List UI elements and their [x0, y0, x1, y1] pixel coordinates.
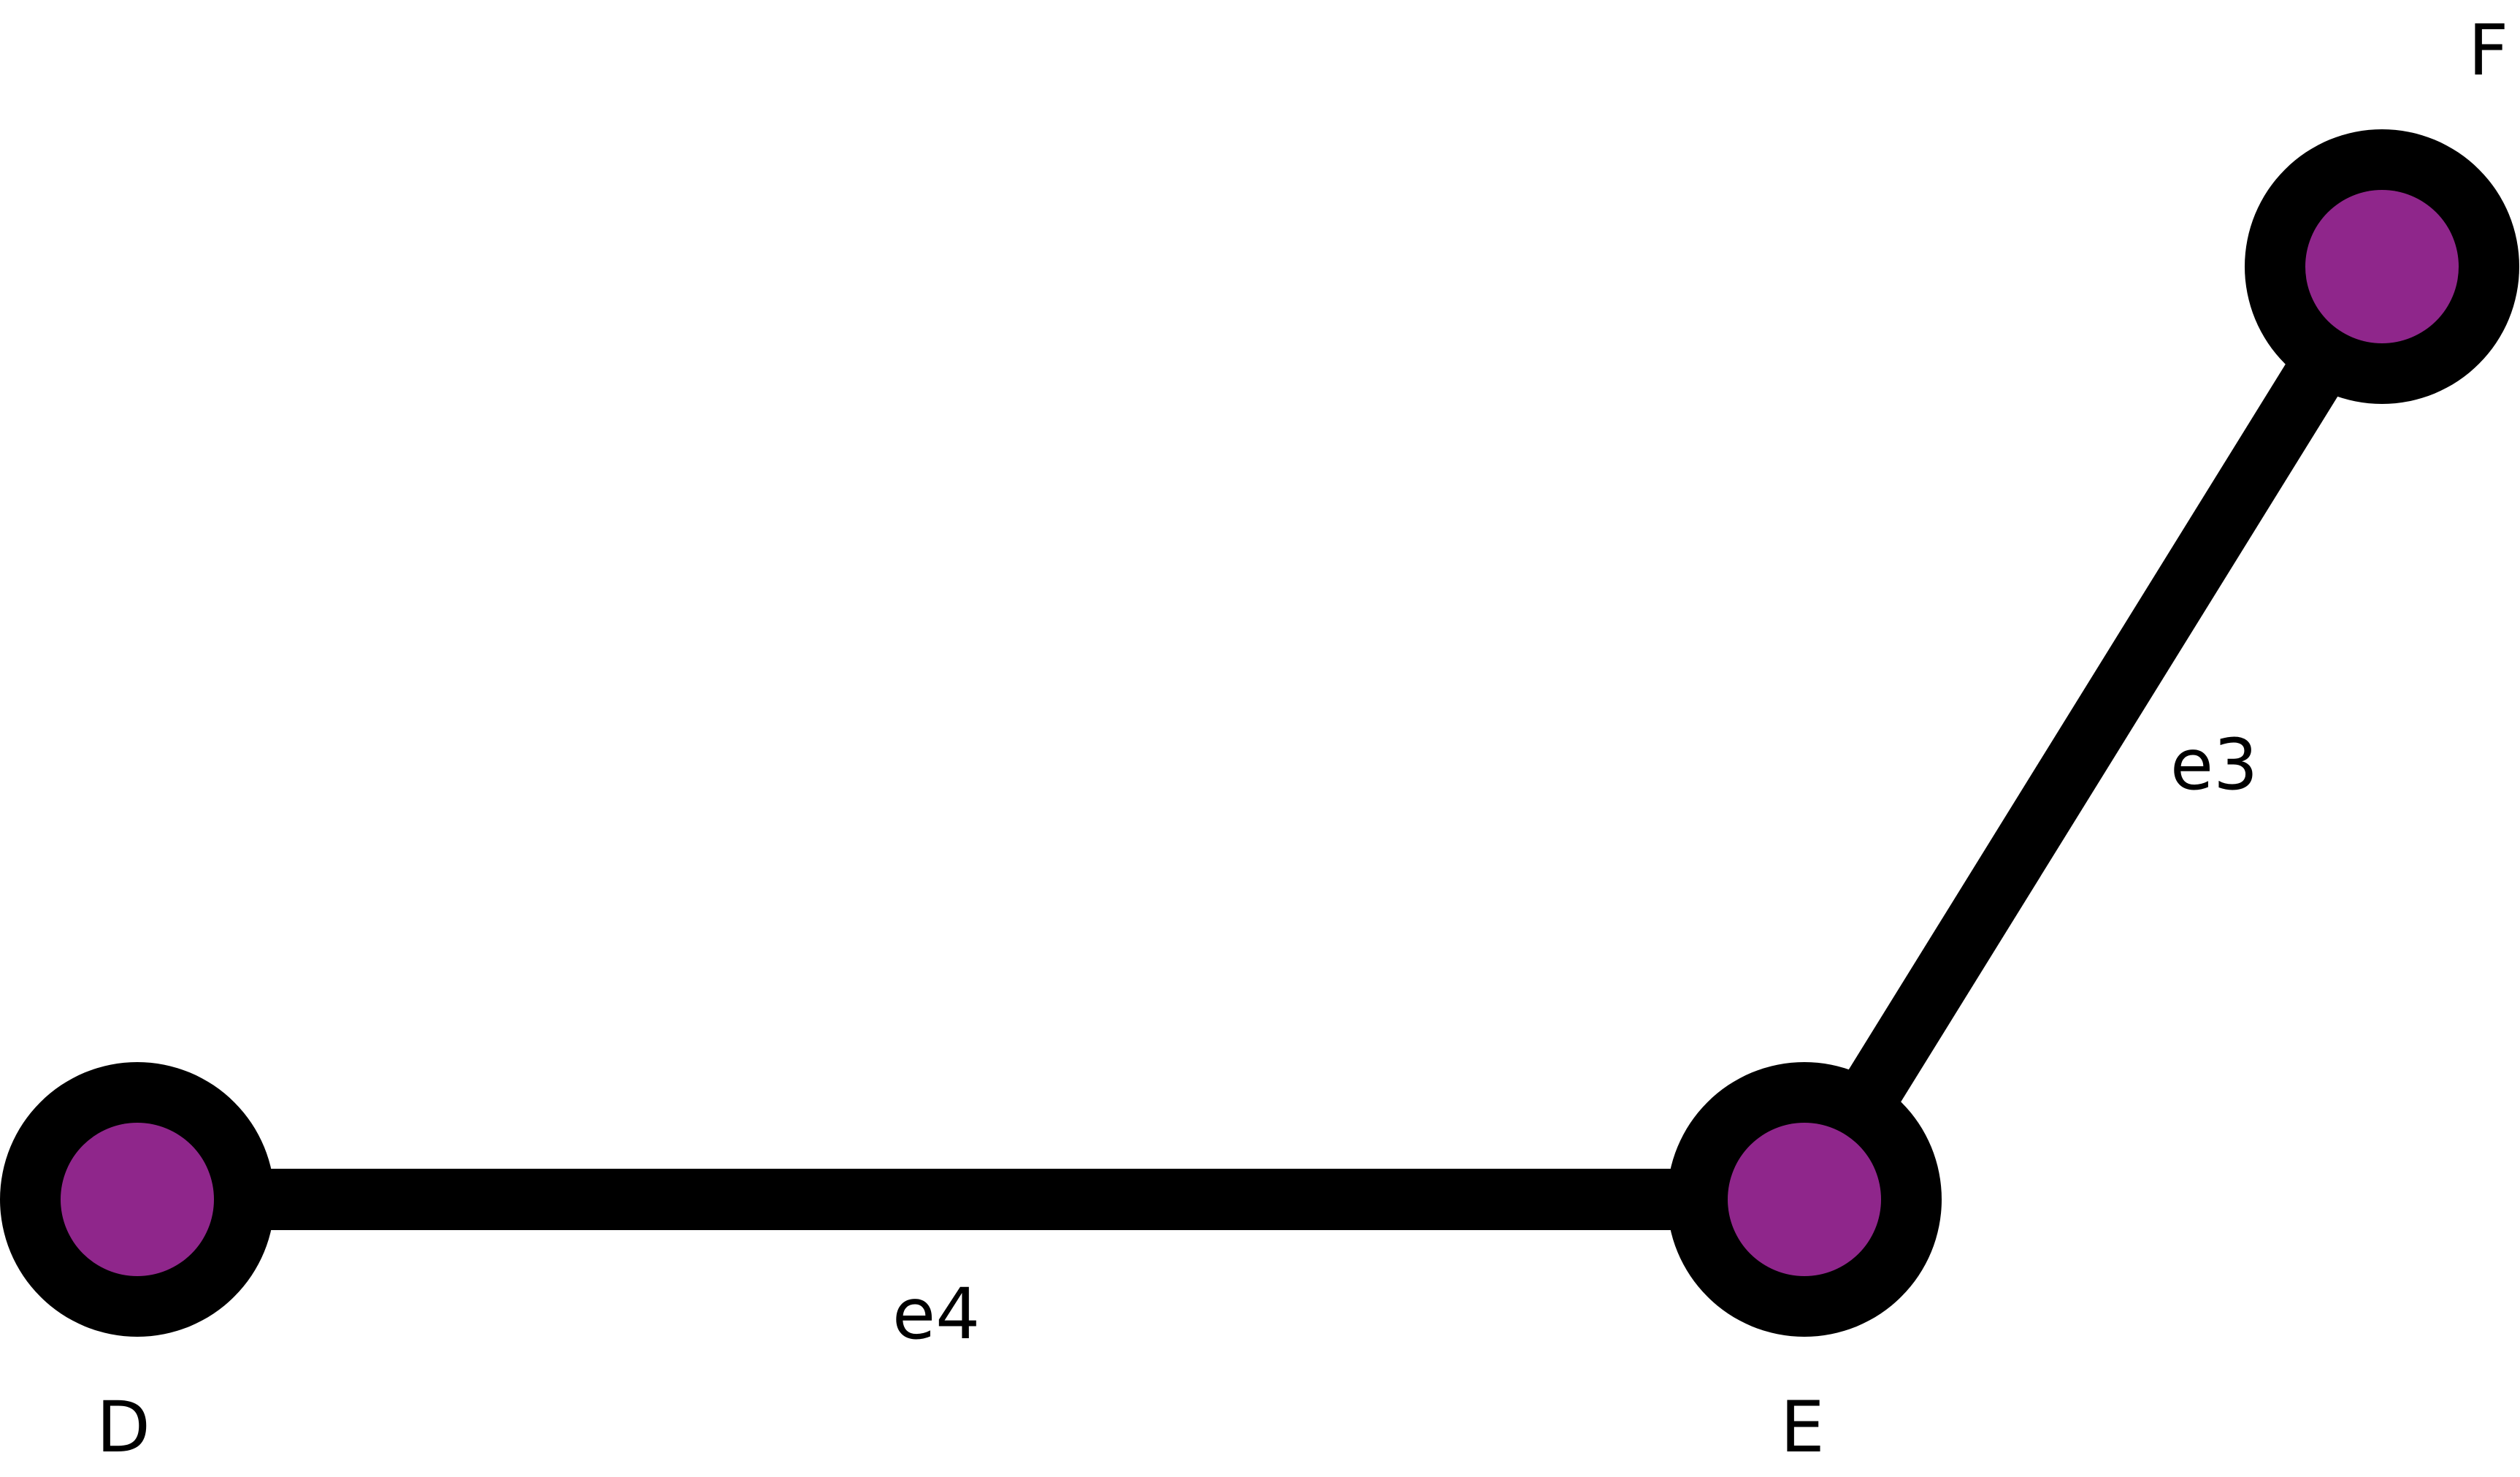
node-d	[0, 1062, 275, 1337]
labels-layer: D E F e4 e3	[96, 9, 2508, 1468]
node-d-core	[61, 1123, 214, 1276]
node-label-e: E	[1780, 1386, 1825, 1468]
nodes-layer	[0, 129, 2519, 1337]
edge-e3-line	[1778, 250, 2408, 1216]
node-label-d: D	[96, 1386, 150, 1468]
edge-label-e3: e3	[2170, 724, 2258, 806]
edges-layer	[137, 250, 2408, 1230]
node-e-core	[1728, 1123, 1881, 1276]
edge-label-e4: e4	[892, 1273, 980, 1355]
node-f	[2245, 129, 2519, 404]
node-e	[1667, 1062, 1942, 1337]
node-label-f: F	[2468, 9, 2508, 91]
node-f-core	[2305, 190, 2459, 343]
